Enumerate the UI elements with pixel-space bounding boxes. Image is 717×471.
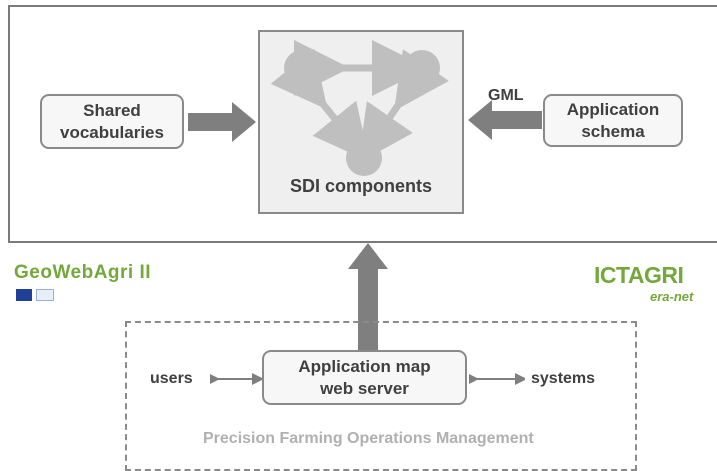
users-label: users [150, 370, 193, 387]
eu-flag-icon [16, 289, 32, 301]
application-map-server-line2: web server [320, 378, 409, 398]
sdi-components-label: SDI components [289, 176, 432, 196]
systems-label: systems [531, 370, 596, 387]
shared-vocabularies-line1: Shared [83, 101, 141, 121]
precision-farming-title: Precision Farming Operations Management [203, 430, 534, 447]
shared-vocabularies-line2: vocabularies [60, 122, 164, 142]
ictagri-logo: ICTAGRI [594, 262, 684, 288]
server-systems-arrow [469, 373, 525, 385]
node-left [284, 50, 320, 86]
gml-label: GML [488, 87, 524, 104]
geowebagri-logo: GeoWebAgri II [14, 262, 152, 283]
application-map-server-box: Application map web server [262, 350, 467, 405]
node-right [404, 50, 440, 86]
link-right [358, 49, 449, 164]
link-left [270, 48, 370, 162]
partner-flag-icon [36, 289, 54, 301]
server-to-sdi-arrow [348, 243, 388, 356]
application-schema-line2: schema [581, 121, 645, 141]
application-schema-box: Application schema [543, 94, 683, 147]
shared-vocabularies-box: Shared vocabularies [40, 94, 184, 149]
application-schema-line1: Application [566, 100, 660, 120]
ictagri-eranet-label: era-net [650, 289, 694, 304]
sdi-network-diagram [270, 40, 449, 176]
node-bottom [346, 140, 382, 176]
vocab-to-sdi-arrow [188, 102, 256, 142]
users-server-arrow [210, 373, 262, 385]
schema-to-sdi-arrow [468, 100, 542, 140]
application-map-server-line1: Application map [298, 357, 431, 377]
